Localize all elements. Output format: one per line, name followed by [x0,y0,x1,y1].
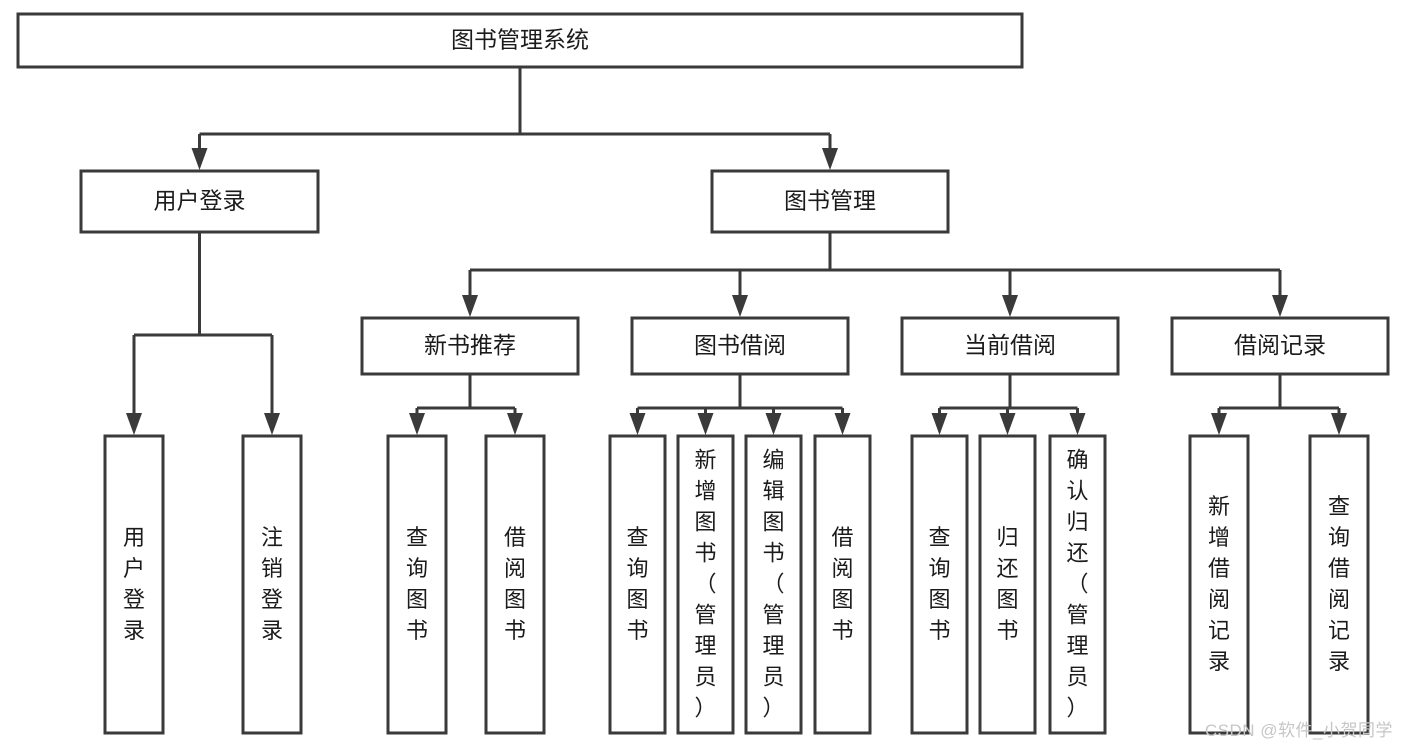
node-label: 编辑图书（管理员） [762,447,784,720]
node-leaf-borrow-3[interactable]: 编辑图书（管理员） [744,434,803,735]
node-current[interactable]: 当前借阅 [900,316,1120,376]
node-leaf-new-1[interactable]: 查询图书 [386,434,448,735]
node-login[interactable]: 用户登录 [79,169,320,234]
node-label: 新增借阅记录 [1208,494,1230,674]
node-label: 注销登录 [261,525,283,643]
node-borrow[interactable]: 图书借阅 [630,316,850,376]
node-leaf-borrow-1[interactable]: 查询图书 [608,434,667,735]
node-label: 图书借阅 [694,332,786,358]
node-label: 查询借阅记录 [1328,494,1350,674]
node-leaf-cur-2[interactable]: 归还图书 [978,434,1037,735]
node-label: 借阅图书 [831,525,853,643]
node-label: 借阅记录 [1234,332,1326,358]
node-records[interactable]: 借阅记录 [1170,316,1390,376]
connector-group-borrow [629,374,851,435]
node-label: 归还图书 [996,525,1018,643]
node-leaf-new-2[interactable]: 借阅图书 [484,434,546,735]
node-leaf-cur-1[interactable]: 查询图书 [910,434,969,735]
connector-layer [126,67,1347,435]
node-leaf-borrow-2[interactable]: 新增图书（管理员） [676,434,735,735]
node-leaf-login-1[interactable]: 用户登录 [103,434,165,735]
node-label: 查询图书 [406,525,428,643]
node-leaf-cur-3[interactable]: 确认归还（管理员） [1048,434,1107,735]
node-root[interactable]: 图书管理系统 [16,12,1024,69]
node-label: 当前借阅 [964,332,1056,358]
node-layer: 图书管理系统用户登录图书管理新书推荐图书借阅当前借阅借阅记录用户登录注销登录查询… [16,12,1390,735]
node-leaf-login-2[interactable]: 注销登录 [241,434,303,735]
node-label: 用户登录 [154,188,246,214]
connector-group-newbook [409,374,523,435]
node-bookmgmt[interactable]: 图书管理 [710,169,950,234]
node-label: 新书推荐 [424,332,516,358]
node-label: 借阅图书 [504,525,526,643]
node-label: 查询图书 [626,525,648,643]
connector-group-login [126,232,280,435]
node-leaf-rec-1[interactable]: 新增借阅记录 [1188,434,1250,735]
node-label: 查询图书 [928,525,950,643]
node-leaf-borrow-4[interactable]: 借阅图书 [813,434,872,735]
connector-group-current [931,374,1086,435]
node-label: 图书管理系统 [451,27,589,53]
node-label: 图书管理 [784,188,876,214]
connector-group-bookmgmt [462,232,1288,317]
node-label: 新增图书（管理员） [694,447,716,720]
node-newbook[interactable]: 新书推荐 [360,316,580,376]
node-label: 用户登录 [123,525,145,643]
node-leaf-rec-2[interactable]: 查询借阅记录 [1308,434,1370,735]
connector-group-records [1211,374,1347,435]
node-label: 确认归还（管理员） [1066,447,1088,720]
connector-group-root [191,67,838,170]
